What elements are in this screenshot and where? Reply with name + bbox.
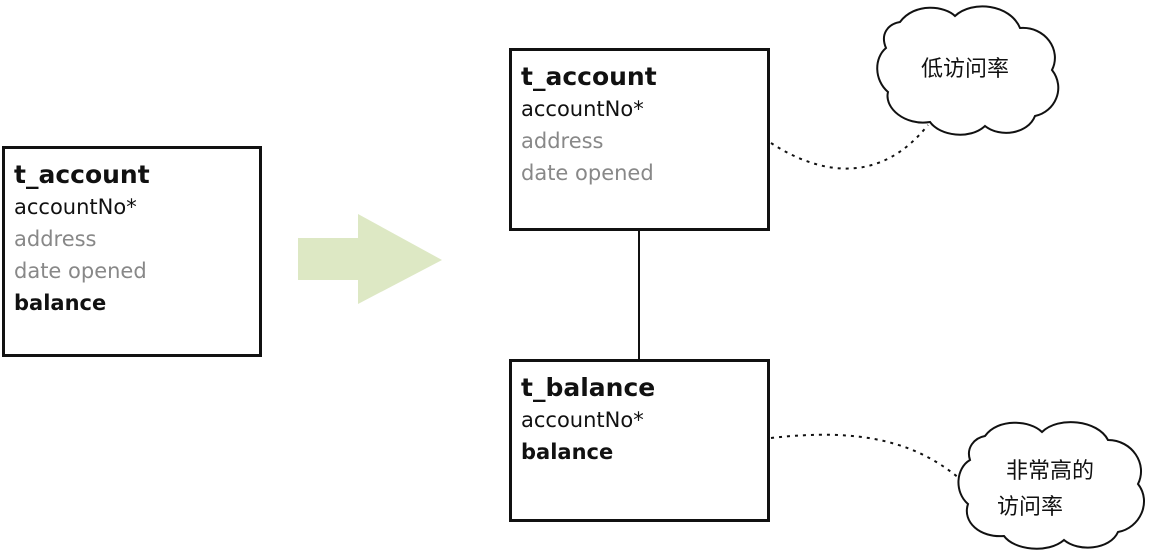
cloud-icon xyxy=(957,421,1145,550)
note-low-access-label: 低访问率 xyxy=(920,57,1009,82)
note-low-access: 低访问率 xyxy=(900,52,1030,88)
field-address: address xyxy=(521,129,604,153)
field-account-no: accountNo* xyxy=(521,408,644,432)
cloud-icon xyxy=(876,5,1060,136)
field-account-no: accountNo* xyxy=(521,97,644,121)
table-title: t_balance xyxy=(521,373,656,402)
account-table: t_account accountNo* address date opened xyxy=(509,48,770,231)
table-title: t_account xyxy=(521,62,657,91)
field-balance: balance xyxy=(521,440,614,464)
table-title: t_account xyxy=(14,160,150,189)
field-address: address xyxy=(14,227,97,251)
field-date-opened: date opened xyxy=(14,259,147,283)
note-leader-low-access xyxy=(770,124,929,170)
balance-table: t_balance accountNo* balance xyxy=(509,359,770,522)
note-leader-high-access xyxy=(770,433,971,489)
field-balance: balance xyxy=(14,291,107,315)
field-date-opened: date opened xyxy=(521,161,654,185)
original-table: t_account accountNo* address date opened… xyxy=(2,146,262,357)
right-arrow-icon xyxy=(298,214,442,304)
note-high-access: 非常高的 访问率 xyxy=(985,454,1115,526)
note-high-access-line1: 非常高的 xyxy=(1005,459,1094,484)
note-high-access-line2: 访问率 xyxy=(997,495,1064,520)
field-account-no: accountNo* xyxy=(14,195,137,219)
